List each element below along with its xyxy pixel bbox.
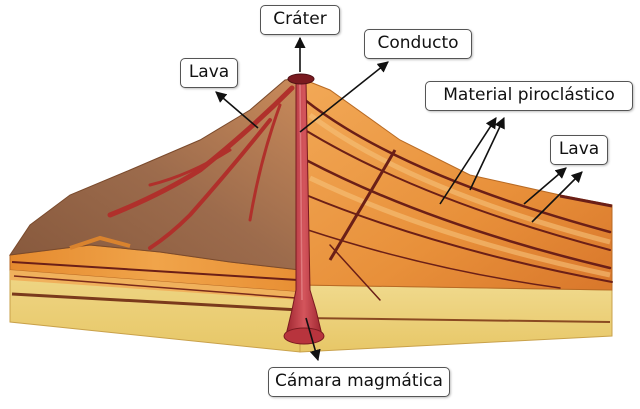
arrow-lava-right-1	[523, 167, 567, 205]
arrow-material-2	[469, 116, 505, 191]
crater-shape	[287, 73, 315, 85]
label-lava-left: Lava	[180, 58, 238, 88]
label-camara-magmatica: Cámara magmática	[268, 367, 450, 397]
arrow-lava-right-2	[531, 171, 583, 223]
arrow-lava-left	[215, 91, 259, 129]
label-crater: Cráter	[260, 5, 340, 35]
arrow-camara	[305, 317, 321, 362]
annotation-arrows	[215, 36, 583, 362]
volcano-left-flank	[8, 77, 301, 271]
lava-flows-left	[107, 85, 295, 250]
arrow-material-1	[439, 117, 497, 205]
label-material-piroclastico: Material piroclástico	[425, 81, 633, 111]
arrow-conducto	[299, 61, 389, 133]
label-conducto: Conducto	[364, 29, 472, 59]
volcano-right-flank	[299, 77, 613, 301]
label-lava-right: Lava	[550, 135, 608, 165]
magma-chamber-shape	[283, 327, 325, 345]
